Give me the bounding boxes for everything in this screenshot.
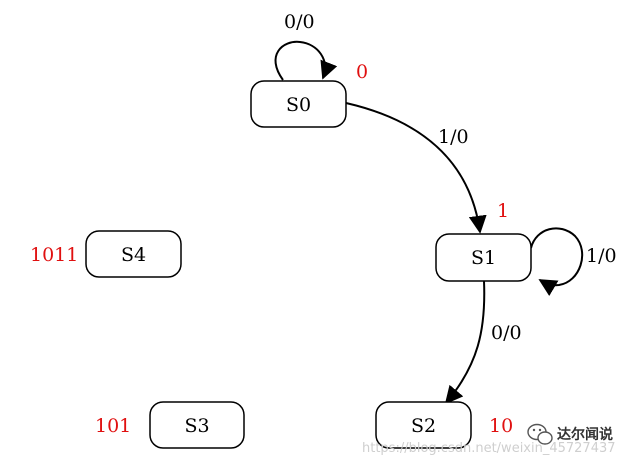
state-code-s0: 0	[356, 61, 368, 83]
edge-s1-to-s2	[444, 280, 486, 405]
state-label: S3	[184, 415, 209, 437]
edge-s0-self-loop	[274, 40, 338, 81]
state-label: S0	[286, 94, 311, 116]
edge-label-s0-self: 0/0	[284, 11, 315, 33]
state-node-s3: S3	[149, 401, 245, 449]
watermark-brand: 达尔闻说	[557, 426, 613, 443]
edge-s1-self-loop	[530, 227, 584, 297]
state-node-s1: S1	[435, 233, 532, 282]
edge-label-s1-self: 1/0	[586, 245, 617, 267]
state-label: S2	[411, 415, 436, 437]
state-label: S1	[471, 247, 496, 269]
state-code-s2: 10	[489, 415, 513, 437]
edge-label-s1-s2: 0/0	[491, 322, 522, 344]
state-code-s1: 1	[497, 200, 509, 222]
state-node-s0: S0	[250, 80, 347, 128]
state-code-s3: 101	[95, 415, 131, 437]
edge-label-s0-s1: 1/0	[438, 126, 469, 148]
edge-s0-to-s1	[345, 102, 487, 234]
state-label: S4	[121, 244, 146, 266]
state-node-s2: S2	[375, 401, 472, 449]
watermark-url: https://blog.csdn.net/weixin_45727437	[362, 441, 616, 456]
state-node-s4: S4	[85, 230, 182, 278]
state-code-s4: 1011	[30, 244, 78, 266]
wechat-icon	[527, 423, 553, 445]
